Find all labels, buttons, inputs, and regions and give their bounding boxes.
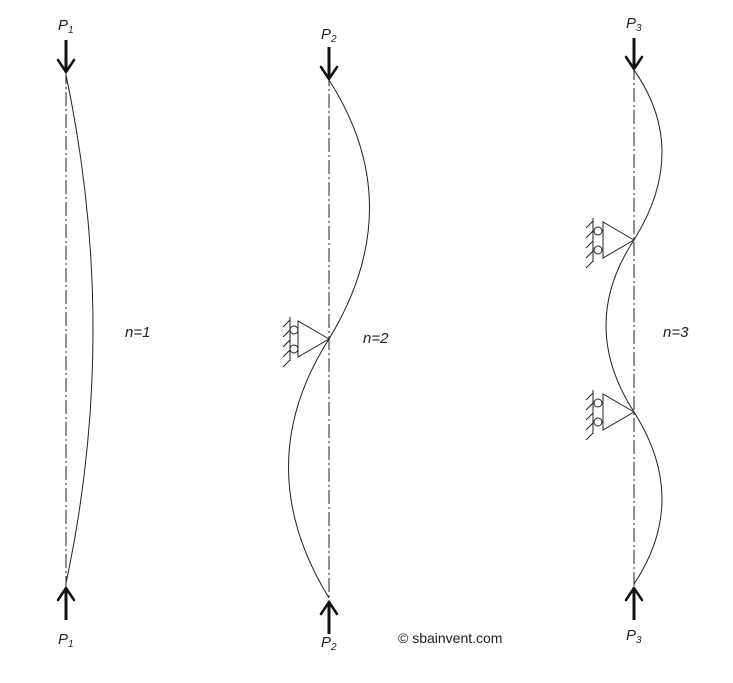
column-3-bottom-load-arrow bbox=[624, 586, 644, 620]
column-2-top-load-label: P2 bbox=[321, 26, 337, 45]
column-2-bottom-load-label: P2 bbox=[321, 634, 337, 653]
column-1-bottom-load-arrow bbox=[56, 586, 76, 620]
column-2-mode-label: n=2 bbox=[363, 330, 389, 347]
column-3: P3 P3 n=3 bbox=[585, 15, 689, 646]
column-3-deflected-shape bbox=[605, 69, 663, 585]
column-1-mode-label: n=1 bbox=[125, 324, 150, 341]
column-1-bottom-load-label: P1 bbox=[58, 631, 74, 650]
column-3-top-load-label: P3 bbox=[626, 15, 642, 34]
column-2-bottom-load-arrow bbox=[319, 600, 339, 634]
column-3-upper-lateral-support bbox=[585, 218, 635, 269]
column-2-lateral-support bbox=[282, 317, 330, 368]
column-1-top-load-arrow bbox=[56, 40, 76, 74]
column-1: P1 P1 n=1 bbox=[56, 17, 150, 650]
column-2-top-load-arrow bbox=[319, 47, 339, 81]
column-1-deflected-shape bbox=[65, 74, 94, 584]
column-3-mode-label: n=3 bbox=[663, 324, 689, 341]
column-1-top-load-label: P1 bbox=[58, 17, 74, 36]
column-3-top-load-arrow bbox=[624, 38, 644, 71]
column-3-lower-lateral-support bbox=[585, 390, 635, 441]
column-2: P2 P2 n=2 bbox=[282, 26, 389, 653]
column-3-bottom-load-label: P3 bbox=[626, 627, 642, 646]
copyright-text: © sbainvent.com bbox=[398, 630, 502, 646]
